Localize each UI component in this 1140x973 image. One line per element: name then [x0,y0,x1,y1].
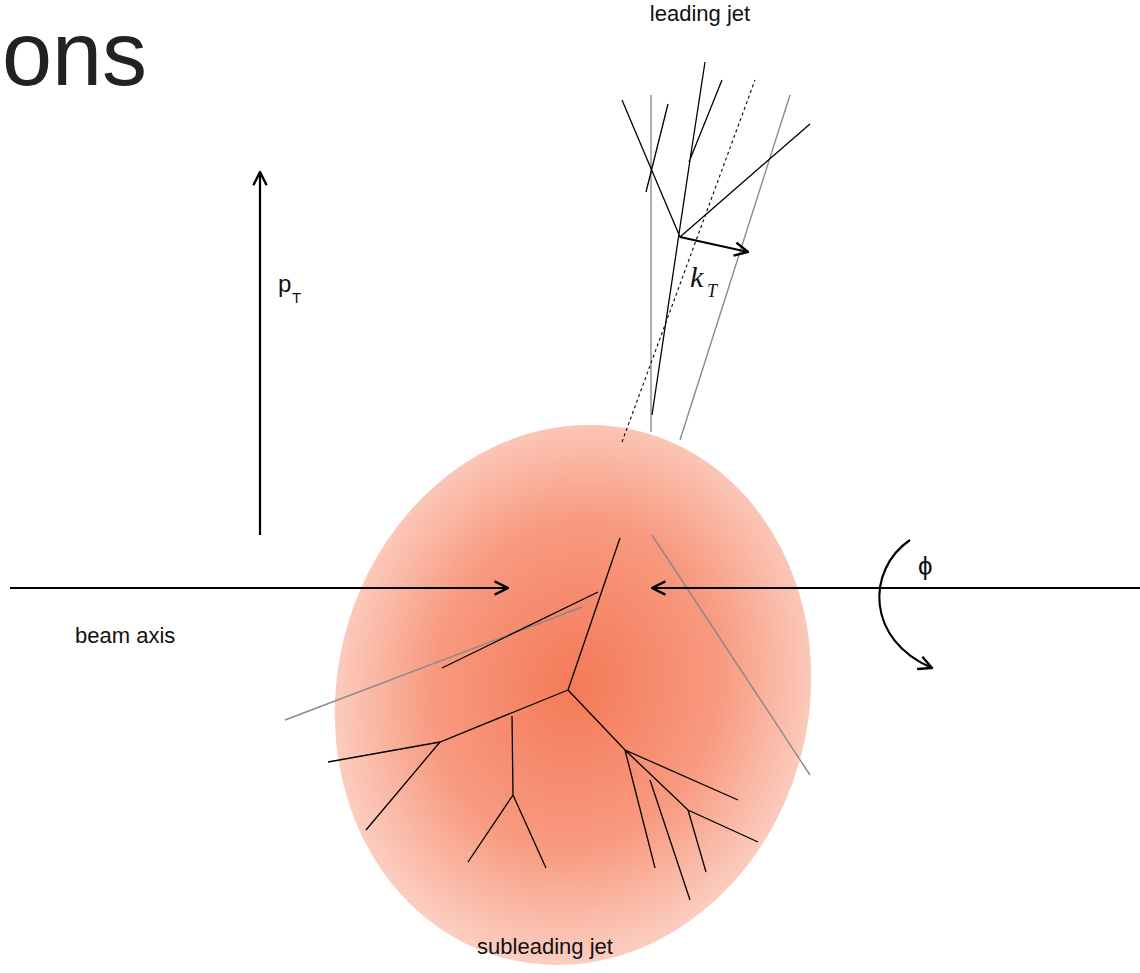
jet-track [328,538,758,900]
medium-ellipse [278,374,868,973]
jet-axis [622,80,755,442]
pt-arrow [259,172,261,535]
subscript: T [707,282,717,300]
axis-label: p [278,272,291,296]
subscript: T [292,290,301,305]
slide-title: ons [2,9,147,99]
angle-label: ϕ [918,553,933,579]
jet-track [622,62,810,415]
phi-arrow [879,540,932,668]
axis-label: k [690,262,703,292]
jet-label: leading jet [650,3,750,25]
axis-label: beam axis [75,625,175,647]
jet-label: subleading jet [477,936,613,958]
gray-track [285,535,810,775]
beam-arrow [10,587,508,589]
kt-arrow [680,237,748,252]
beam-arrow [652,587,1140,589]
gray-track [651,95,790,440]
